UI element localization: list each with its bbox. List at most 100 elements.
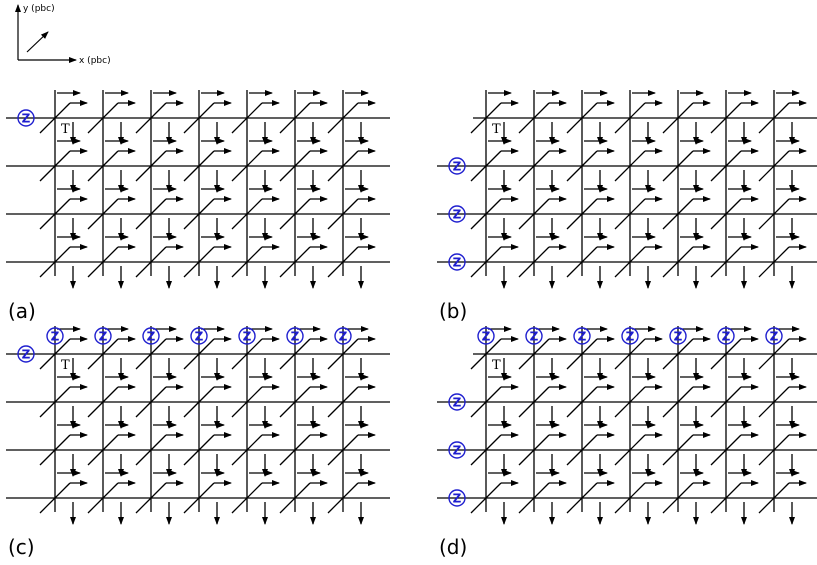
- diagonal-link: [614, 386, 646, 418]
- diagonal-link: [279, 246, 311, 278]
- diagonal-link: [758, 102, 790, 134]
- diagonal-link: [87, 198, 119, 230]
- panel-label-d: (d): [439, 535, 467, 559]
- z-marker-text: Z: [339, 330, 348, 344]
- z-marker-top-col-4: Z: [238, 327, 256, 345]
- z-marker-text: Z: [674, 330, 683, 344]
- diagonal-link: [135, 386, 167, 418]
- z-marker-text: Z: [626, 330, 635, 344]
- diagonal-link: [614, 198, 646, 230]
- z-marker-top-col-1: Z: [94, 327, 112, 345]
- axes-legend: y (pbc) x (pbc): [15, 4, 111, 66]
- diagonal-link: [183, 482, 215, 514]
- diagonal-link: [710, 198, 742, 230]
- diagonal-link: [566, 386, 598, 418]
- z-marker-left-row-1: Z: [448, 393, 466, 411]
- diagonal-link: [183, 386, 215, 418]
- diagonal-link: [614, 338, 646, 370]
- z-marker-text: Z: [453, 492, 462, 506]
- z-marker-text: Z: [453, 256, 462, 270]
- diagonal-link: [518, 338, 550, 370]
- diagonal-link: [614, 482, 646, 514]
- diagonal-link: [327, 386, 359, 418]
- diagonal-link: [662, 386, 694, 418]
- z-marker-ring: [46, 327, 64, 345]
- diagonal-link: [231, 198, 263, 230]
- z-marker-ring: [17, 109, 35, 127]
- diagonal-link: [758, 482, 790, 514]
- diagonal-link: [135, 246, 167, 278]
- diagonal-link: [470, 338, 502, 370]
- diagonal-link: [758, 434, 790, 466]
- diagonal-link: [470, 150, 502, 182]
- diagonal-link: [566, 246, 598, 278]
- diagonal-link: [327, 102, 359, 134]
- diagonal-link: [279, 434, 311, 466]
- diagonal-link: [279, 482, 311, 514]
- z-marker-ring: [448, 441, 466, 459]
- diagonal-link: [518, 102, 550, 134]
- diagonal-link: [518, 482, 550, 514]
- z-marker-top-col-1: Z: [525, 327, 543, 345]
- diagonal-link: [566, 482, 598, 514]
- diagonal-link: [614, 150, 646, 182]
- diagonal-link: [279, 386, 311, 418]
- diagonal-link: [231, 338, 263, 370]
- diagonal-link: [39, 386, 71, 418]
- diagonal-link: [183, 102, 215, 134]
- diagonal-link: [710, 386, 742, 418]
- diagonal-link: [87, 338, 119, 370]
- panel-label-c: (c): [8, 535, 35, 559]
- diagonal-link: [327, 338, 359, 370]
- diagonal-link: [135, 198, 167, 230]
- z-marker-text: Z: [578, 330, 587, 344]
- diagonal-link: [279, 150, 311, 182]
- z-marker-top-col-3: Z: [190, 327, 208, 345]
- diagonal-link: [518, 150, 550, 182]
- diagonal-link: [231, 386, 263, 418]
- z-marker-top-col-4: Z: [669, 327, 687, 345]
- z-marker-ring: [765, 327, 783, 345]
- z-marker-ring: [621, 327, 639, 345]
- panel-a: T Z (a): [6, 90, 390, 323]
- diagonal-link: [470, 198, 502, 230]
- diagonal-link: [87, 102, 119, 134]
- diagonal-link: [614, 246, 646, 278]
- diagonal-link: [183, 150, 215, 182]
- diagonal-link: [231, 150, 263, 182]
- diagonal-link: [39, 482, 71, 514]
- diagonal-link: [662, 434, 694, 466]
- diagonal-link: [87, 246, 119, 278]
- panel-label-a: (a): [8, 299, 36, 323]
- t-label: T: [61, 122, 70, 137]
- z-marker-ring: [717, 327, 735, 345]
- z-marker-ring: [17, 345, 35, 363]
- diagonal-link: [279, 198, 311, 230]
- z-marker-left-row-3: Z: [448, 489, 466, 507]
- diagonal-link: [470, 482, 502, 514]
- diagonal-link: [231, 434, 263, 466]
- diagonal-link: [135, 434, 167, 466]
- z-marker-left-row-2: Z: [448, 441, 466, 459]
- diagonal-link: [662, 198, 694, 230]
- diagonal-link: [135, 338, 167, 370]
- z-marker-top-col-0: Z: [46, 327, 64, 345]
- diagonal-link: [39, 434, 71, 466]
- z-marker-left-row-0: Z: [17, 345, 35, 363]
- z-marker-top-col-3: Z: [621, 327, 639, 345]
- z-marker-text: Z: [22, 112, 31, 126]
- diagonal-link: [470, 102, 502, 134]
- z-marker-left-row-3: Z: [448, 253, 466, 271]
- t-label: T: [61, 358, 70, 373]
- z-marker-text: Z: [453, 160, 462, 174]
- z-marker-text: Z: [722, 330, 731, 344]
- z-marker-ring: [286, 327, 304, 345]
- diagonal-link: [710, 482, 742, 514]
- z-marker-top-col-6: Z: [765, 327, 783, 345]
- diagonal-link: [135, 482, 167, 514]
- z-marker-top-col-2: Z: [573, 327, 591, 345]
